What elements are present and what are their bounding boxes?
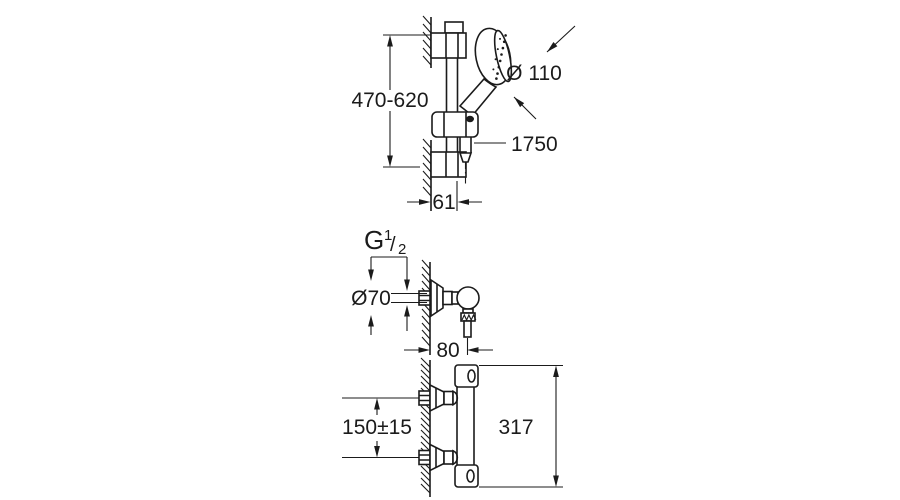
dim-connection-spacing: 150±15	[342, 416, 412, 439]
rail-end-cap	[444, 21, 464, 34]
rail-bracket-bottom-detail	[445, 152, 459, 177]
dim-rail-height: 470-620	[351, 89, 428, 112]
spacing-extension-lines	[342, 397, 420, 459]
hand-shower-face	[493, 29, 513, 83]
inlet-hex-nut	[418, 390, 431, 406]
dim-escutcheon-diameter: Ø70	[351, 287, 391, 310]
rail-bracket-top-detail	[445, 33, 459, 58]
holder-clip	[466, 115, 474, 123]
inlet-connection-bottom	[418, 443, 459, 472]
outlet-tube	[463, 320, 472, 338]
height-extension-lines	[479, 364, 563, 488]
handle-button-top	[467, 369, 476, 383]
hose-cone	[458, 152, 473, 163]
thread-label-denominator: 2	[398, 241, 406, 258]
rail-bracket-top	[430, 32, 467, 59]
slider-holder-detail	[443, 112, 467, 137]
valve-body	[456, 286, 480, 310]
supply-hex-detail	[419, 294, 430, 302]
inlet-hex-detail	[419, 394, 430, 402]
thread-label-slash: /	[390, 234, 396, 256]
inlet-hex-detail	[419, 454, 430, 461]
inlet-union-nut	[443, 390, 454, 406]
slider-holder	[431, 111, 479, 138]
dim-head-diameter: Ø 110	[506, 62, 562, 85]
hose-nipple	[459, 137, 472, 153]
dim-hose-length: 1750	[511, 133, 558, 156]
handle-button-bottom	[466, 469, 475, 483]
rail-bracket-bottom	[430, 151, 467, 178]
view-shower-rail-set: 470-620 Ø 110 1750 61	[351, 15, 576, 214]
view-valve-side: G 1 / 2 Ø70 80	[351, 225, 493, 362]
knurl-pattern	[461, 313, 477, 322]
dim-wall-to-outlet: 80	[436, 339, 459, 362]
wall-hatching-bottom	[422, 138, 432, 197]
rail-height-extension-lines	[383, 34, 431, 168]
thread-extension-lines	[391, 292, 427, 304]
view-valve-front: 150±15 317	[342, 357, 563, 497]
dim-body-height: 317	[498, 416, 533, 439]
dim-wall-to-rail: 61	[432, 191, 455, 214]
spray-nozzle-dots	[492, 34, 507, 80]
mixer-body-tube	[456, 387, 475, 465]
union-nut	[442, 290, 453, 306]
inlet-hex-nut	[418, 449, 431, 466]
supply-hex-nut	[418, 290, 431, 306]
wall-hatching-top	[422, 15, 432, 66]
inlet-connection-top	[418, 383, 459, 413]
thread-label-g: G	[364, 225, 384, 255]
thread-label-numerator: 1	[384, 227, 392, 244]
inlet-union-nut	[443, 450, 454, 465]
shower-rail	[445, 58, 459, 152]
